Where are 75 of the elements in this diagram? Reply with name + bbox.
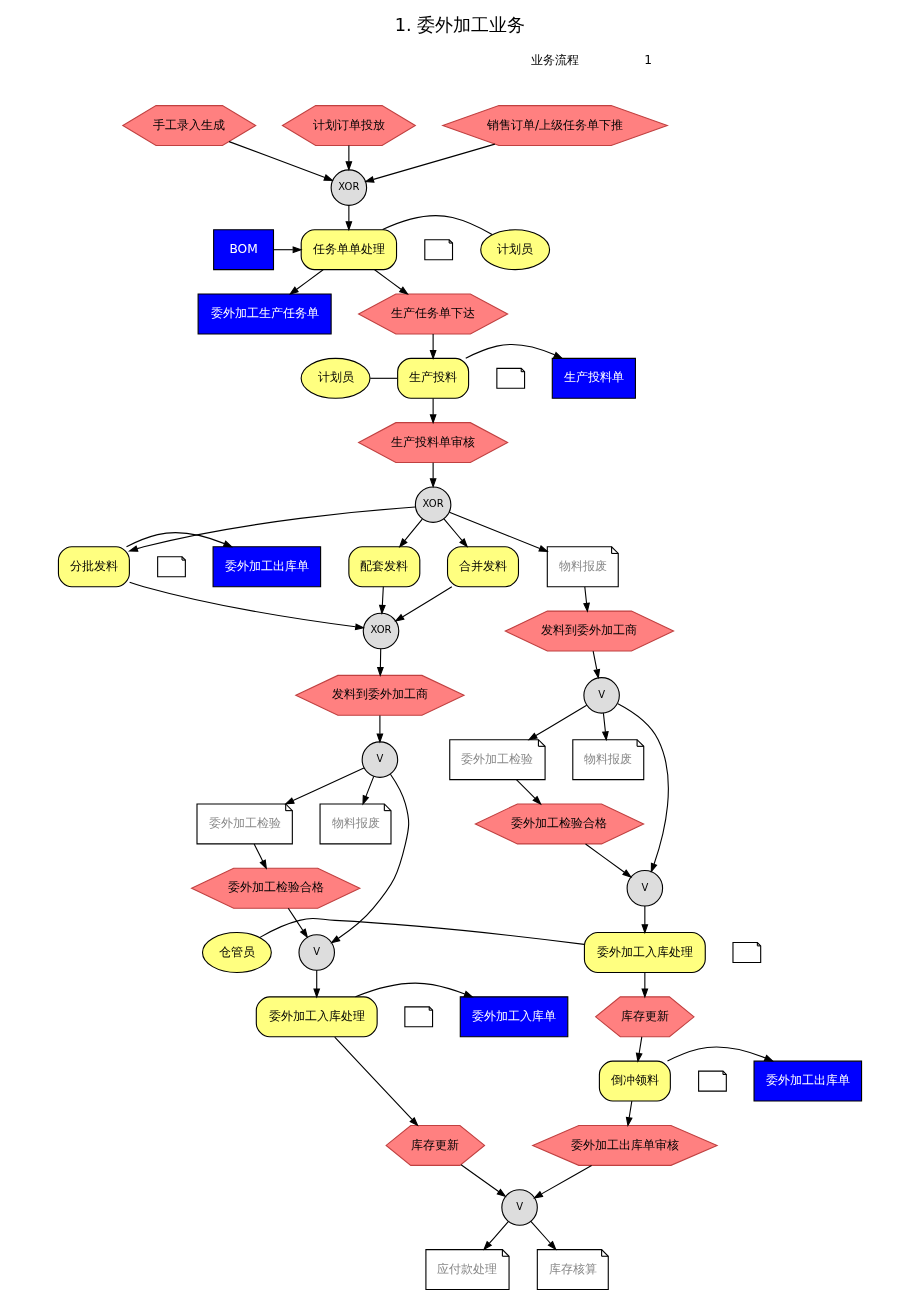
arrow [592,650,601,680]
arrow [429,397,437,425]
arrow [313,969,321,999]
node-circle: V [626,869,664,907]
node-box: 委外加工出库单 [212,546,322,588]
arrow [345,145,353,172]
arrow [127,506,416,552]
arrow [273,246,303,254]
arrow [228,141,334,181]
node-circle: V [298,934,335,971]
arrow [601,712,609,742]
arrow [330,773,410,944]
node-circle: V [583,677,620,714]
node-circle: V [501,1189,538,1226]
arrow [617,703,669,874]
arrow [376,714,384,744]
arrow [465,343,564,359]
arrow [429,333,437,361]
node-box: 倒冲领料 [598,1060,671,1102]
arrow [527,704,588,741]
node-circle: XOR [330,169,368,206]
node-ellipse: 计划员 [300,357,371,399]
node-box: 委外加工入库单 [459,996,569,1038]
node-box: 生产投料单 [551,357,636,399]
arrow [362,775,375,806]
node-box: 委外加工入库处理 [583,932,706,974]
arrow [287,907,309,939]
arrow [483,1221,509,1251]
arrow [625,1100,633,1128]
arrow [345,204,353,232]
arrow [398,518,423,549]
node-box: 任务单单处理 [300,229,398,271]
arrow [585,843,633,878]
node-circle: XOR [362,612,400,650]
diagram-title: 1. 委外加工业务 [394,15,526,36]
arrow [635,1036,643,1063]
arrow [394,586,453,622]
arrow [288,269,324,296]
arrow [533,1164,593,1199]
arrow [334,1036,419,1127]
arrow [284,767,365,805]
arrow [354,982,474,998]
arrow [429,462,437,489]
node-box: BOM [213,229,275,271]
node-box: 配套发料 [348,546,421,588]
arrow [253,843,268,870]
arrow [666,1046,775,1062]
connector [369,377,398,379]
node-box: 委外加工生产任务单 [197,293,332,335]
node-ellipse: 计划员 [480,229,551,271]
arrow [448,511,549,553]
arrow [376,648,384,678]
arrow [515,779,542,806]
arrow [378,586,386,615]
arrow [374,269,409,296]
node-circle: V [361,741,399,778]
node-box: 合并发料 [446,546,520,588]
node-box: 分批发料 [57,546,130,588]
arrow [129,581,366,631]
label: 1 [644,53,653,68]
connector [259,918,585,945]
arrow [460,1164,507,1198]
label: 业务流程 [531,53,580,68]
arrow [125,532,234,548]
arrow [583,586,590,613]
arrow [443,518,469,548]
node-circle: XOR [414,486,452,523]
arrow [364,143,496,183]
node-box: 生产投料 [397,357,470,399]
node-box: 委外加工出库单 [753,1060,863,1102]
node-ellipse: 仓管员 [201,932,272,974]
arrow [641,905,649,935]
arrow [530,1220,557,1251]
node-box: 委外加工入库处理 [255,996,378,1038]
connector [382,215,493,236]
